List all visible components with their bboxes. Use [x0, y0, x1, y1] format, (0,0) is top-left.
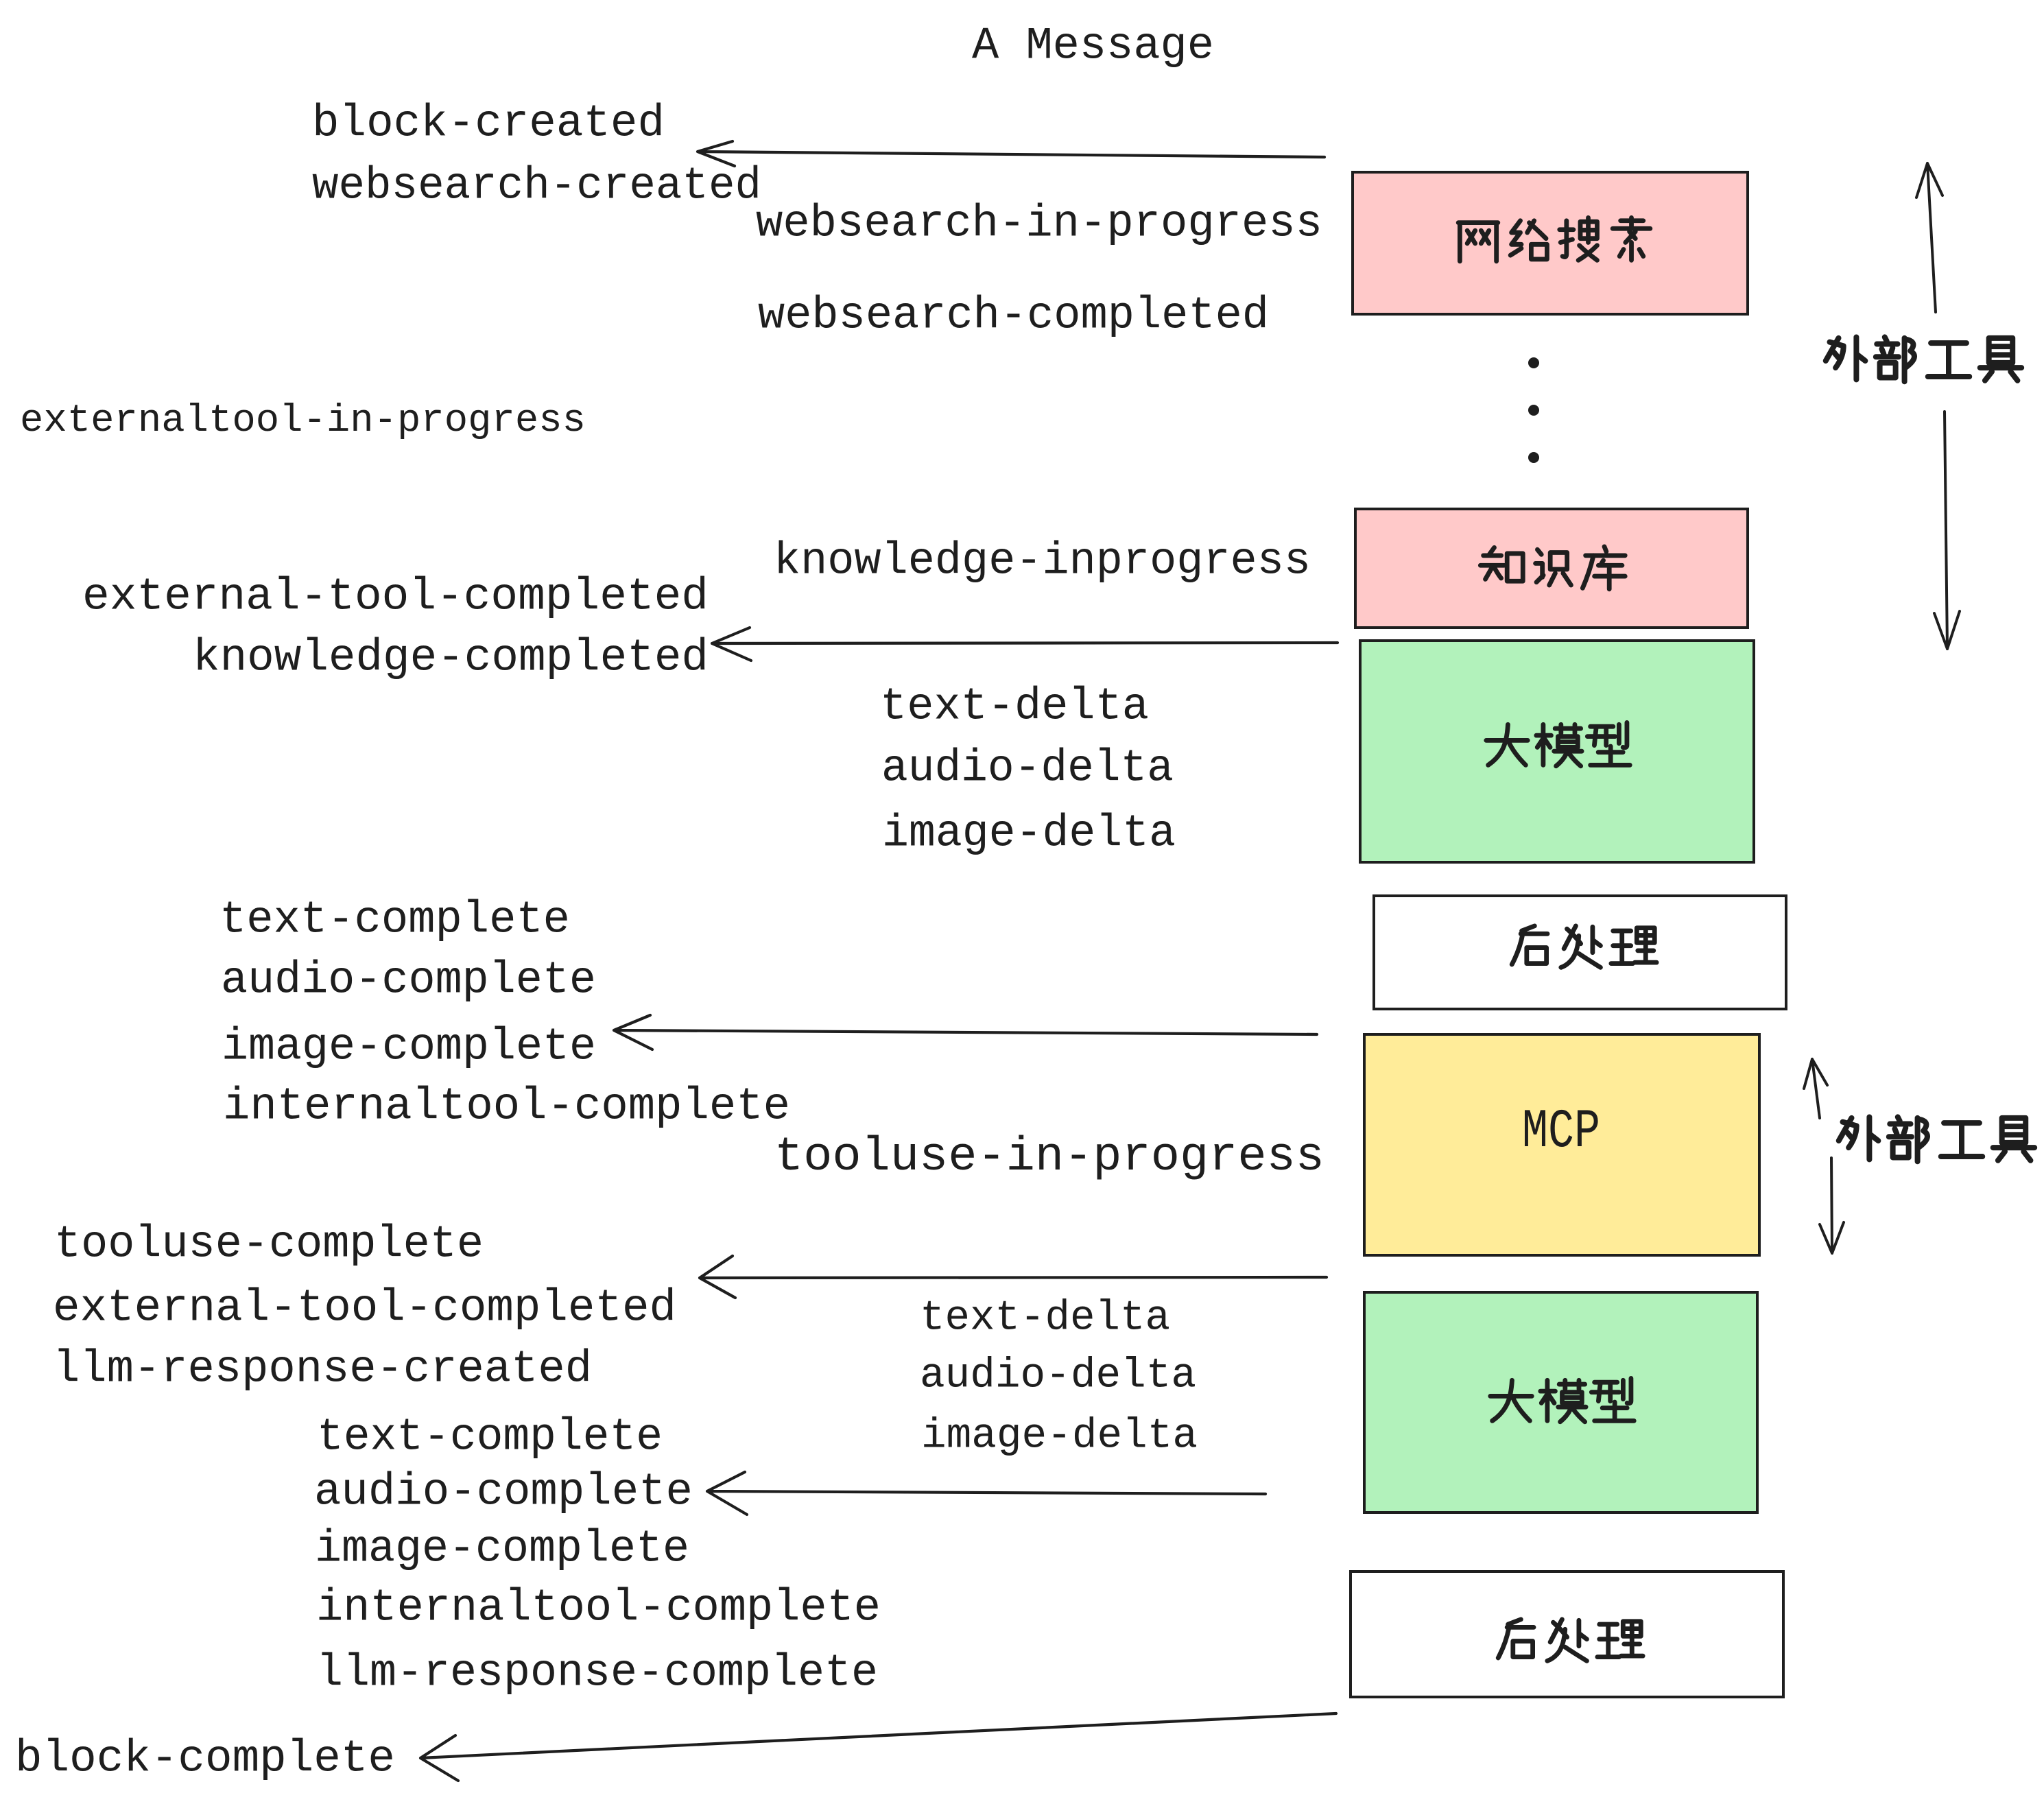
svg-text:external-tool-completed: external-tool-completed — [53, 1282, 676, 1333]
svg-text:image-complete: image-complete — [222, 1021, 596, 1072]
svg-text:llm-response-complete: llm-response-complete — [316, 1647, 878, 1698]
svg-text:externaltool-in-progress: externaltool-in-progress — [20, 399, 586, 443]
svg-text:audio-delta: audio-delta — [920, 1353, 1196, 1400]
svg-text:websearch-completed: websearch-completed — [758, 289, 1269, 341]
svg-text:text-delta: text-delta — [920, 1295, 1170, 1342]
svg-text:image-complete: image-complete — [315, 1523, 689, 1574]
svg-text:internaltool-complete: internaltool-complete — [223, 1080, 790, 1132]
svg-text:websearch-in-progress: websearch-in-progress — [756, 198, 1322, 249]
svg-text:image-delta: image-delta — [921, 1413, 1198, 1460]
svg-text:A Message: A Message — [972, 20, 1214, 71]
svg-text:image-delta: image-delta — [882, 807, 1176, 859]
svg-text:tooluse-in-progress: tooluse-in-progress — [774, 1130, 1324, 1185]
svg-text:audio-complete: audio-complete — [221, 954, 596, 1006]
svg-text:knowledge-inprogress: knowledge-inprogress — [774, 535, 1311, 586]
svg-text:audio-delta: audio-delta — [881, 742, 1174, 794]
svg-text:block-created: block-created — [312, 97, 665, 149]
svg-text:audio-complete: audio-complete — [314, 1466, 693, 1517]
svg-text:MCP: MCP — [1522, 1101, 1600, 1163]
svg-text:text-complete: text-complete — [317, 1411, 663, 1462]
svg-text:tooluse-complete: tooluse-complete — [54, 1218, 484, 1270]
svg-text:text-complete: text-complete — [219, 894, 570, 945]
svg-text:external-tool-completed: external-tool-completed — [82, 571, 709, 622]
svg-text:knowledge-completed: knowledge-completed — [193, 632, 709, 683]
svg-text:llm-response-created: llm-response-created — [53, 1343, 592, 1394]
svg-text:websearch-created: websearch-created — [312, 160, 761, 211]
svg-text:text-delta: text-delta — [880, 680, 1149, 732]
svg-text:internaltool-complete: internaltool-complete — [316, 1582, 881, 1633]
svg-text:block-complete: block-complete — [15, 1733, 395, 1784]
